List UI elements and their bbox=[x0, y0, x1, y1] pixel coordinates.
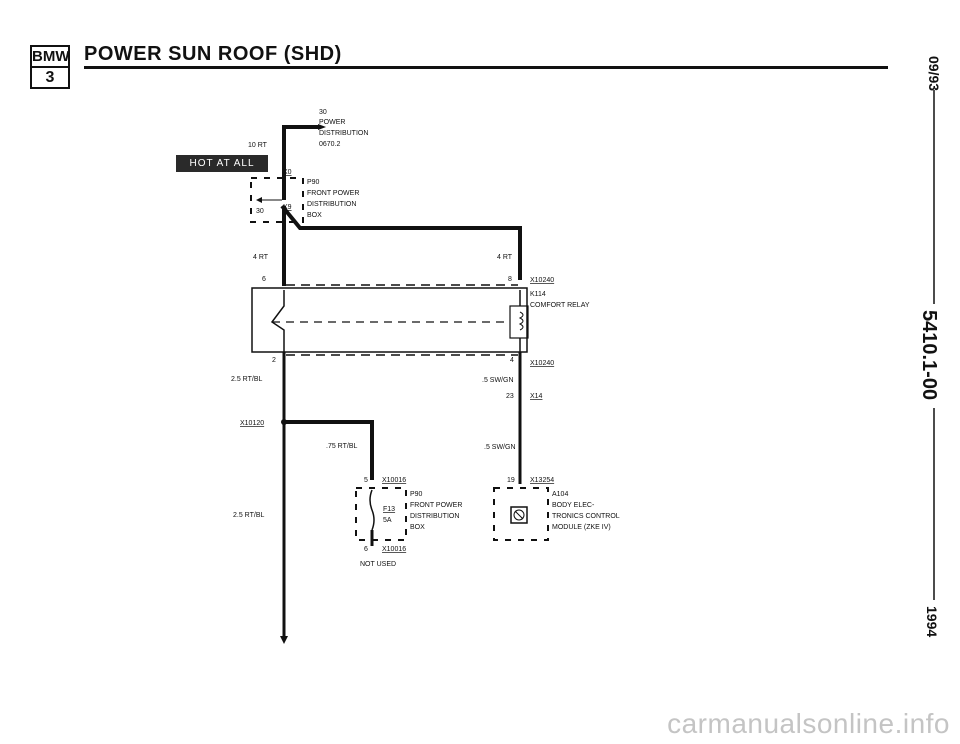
power-dist-terminal: 30 bbox=[319, 109, 327, 116]
module-id: A104 bbox=[552, 491, 568, 498]
right-upper-label: .5 SW/GN bbox=[482, 377, 514, 384]
fuse-box-bottom-outline bbox=[355, 487, 407, 541]
fuse-box-top-pin: 30 bbox=[256, 208, 264, 215]
fuse-box-bottom-id: P90 bbox=[410, 491, 423, 498]
fuse-rating: 5A bbox=[383, 517, 392, 524]
header: BMW 3 POWER SUN ROOF (SHD) bbox=[0, 0, 960, 90]
module-connector: X13254 bbox=[530, 477, 554, 484]
left-main-end bbox=[280, 636, 288, 644]
fuse-box-bottom-connector-top: X10016 bbox=[382, 477, 406, 484]
fuse-box-top-line1: FRONT POWER bbox=[307, 190, 359, 197]
right-pin-label: 23 bbox=[506, 393, 514, 400]
relay-coil bbox=[509, 305, 529, 339]
module-line3: MODULE (ZKE IV) bbox=[552, 524, 611, 531]
relay-connector-bottom: X10240 bbox=[530, 360, 554, 367]
fuse-box-bottom-pin-bottom: 6 bbox=[364, 546, 368, 553]
fuse-f13-symbol bbox=[369, 489, 375, 531]
module-line2: TRONICS CONTROL bbox=[552, 513, 620, 520]
relay-switch-contact bbox=[270, 290, 285, 352]
fuse-box-top-id: P90 bbox=[307, 179, 320, 186]
fuse-box-top-connector: X0 bbox=[283, 169, 292, 176]
fuse-box-bottom-pin-top: 5 bbox=[364, 477, 368, 484]
fuse-box-bottom-line3: BOX bbox=[410, 524, 425, 531]
title-rule bbox=[84, 66, 888, 69]
module-line1: BODY ELEC- bbox=[552, 502, 595, 509]
fuse-box-bottom-connector-bottom: X10016 bbox=[382, 546, 406, 553]
left-main-label: 2.5 RT/BL bbox=[231, 376, 262, 383]
module-outline bbox=[493, 487, 549, 541]
branch-label: .75 RT/BL bbox=[326, 443, 357, 450]
relay-pin-right-top: 8 bbox=[508, 276, 512, 283]
relay-id: K114 bbox=[530, 291, 546, 298]
fuse-box-top-line2: DISTRIBUTION bbox=[307, 201, 356, 208]
power-dist-ref: 0670.2 bbox=[319, 141, 341, 148]
hot-at-all-times-badge: HOT AT ALL TIMES bbox=[176, 155, 268, 186]
power-dist-name2: DISTRIBUTION bbox=[319, 130, 368, 137]
logo-brand: BMW bbox=[32, 47, 70, 68]
relay-connector-top: X10240 bbox=[530, 277, 554, 284]
bmw-3-series-logo: BMW 3 bbox=[30, 45, 70, 89]
logo-series: 3 bbox=[45, 69, 55, 86]
relay-outline bbox=[251, 287, 528, 353]
right-connector-label: X14 bbox=[530, 393, 543, 400]
relay-pin-left-bottom: 2 bbox=[272, 357, 276, 364]
relay-wire-right: 4 RT bbox=[497, 254, 513, 261]
fuse-box-bottom-line2: DISTRIBUTION bbox=[410, 513, 459, 520]
feed-arrow bbox=[318, 124, 326, 130]
fuse-box-top-outline bbox=[250, 177, 304, 223]
relay-pin-left-top: 6 bbox=[262, 276, 266, 283]
fuse-box-top-line3: BOX bbox=[307, 212, 322, 219]
fuse-box-top-pin-connector: X9 bbox=[283, 204, 292, 211]
page-title: POWER SUN ROOF (SHD) bbox=[84, 43, 342, 65]
relay-wire-left: 4 RT bbox=[253, 254, 269, 261]
feed-wire-10rt bbox=[282, 125, 318, 200]
feed-wire-label: 10 RT bbox=[248, 142, 268, 149]
fuse-box-top-arrow bbox=[256, 197, 262, 203]
left-lower-label: 2.5 RT/BL bbox=[233, 512, 264, 519]
relay-coil-winding bbox=[518, 311, 524, 331]
module-pin: 19 bbox=[507, 477, 515, 484]
branch-wire bbox=[284, 420, 374, 480]
fuse-label: F13 bbox=[383, 506, 395, 513]
relay-feed-right bbox=[280, 204, 522, 280]
power-dist-name1: POWER bbox=[319, 119, 345, 126]
fuse-box-bottom-line1: FRONT POWER bbox=[410, 502, 462, 509]
splice-label: X10120 bbox=[240, 420, 264, 427]
watermark: carmanualsonline.info bbox=[667, 708, 950, 739]
not-used-note: NOT USED bbox=[360, 561, 396, 568]
relay-name: COMFORT RELAY bbox=[530, 302, 590, 309]
control-module-icon bbox=[510, 506, 528, 524]
relay-pin-right-bottom: 4 bbox=[510, 357, 514, 364]
right-lower-label: .5 SW/GN bbox=[484, 444, 516, 451]
